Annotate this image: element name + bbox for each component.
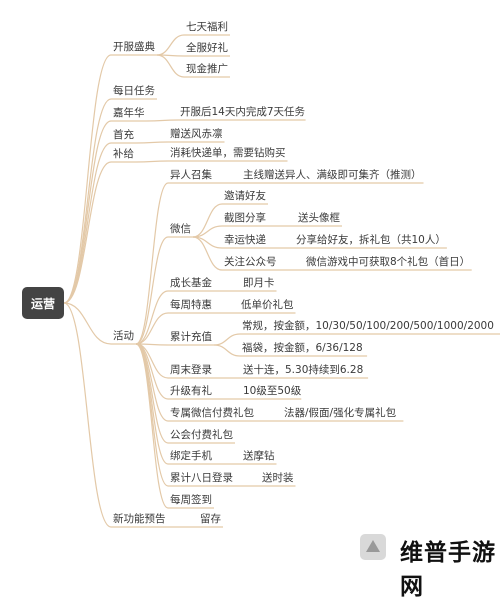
node-n5j: 绑定手机 — [170, 450, 212, 462]
connector-root-n4 — [63, 161, 112, 304]
connector-n5-n5h — [135, 343, 169, 422]
node-n5d: 每周特惠 — [170, 299, 212, 311]
node-n5f1: 送十连，5.30持续到6.28 — [243, 364, 364, 376]
connector-n5-n5c — [135, 290, 169, 345]
node-n5b3: 幸运快递 — [224, 234, 266, 246]
node-n4: 补给 — [113, 148, 134, 160]
node-n0b: 全服好礼 — [186, 42, 228, 54]
node-n2: 嘉年华 — [113, 107, 145, 119]
node-n5b2a: 送头像框 — [298, 212, 340, 224]
connector-n5-n5k — [135, 343, 169, 487]
node-n5b4a: 微信游戏中可获取8个礼包（首日） — [306, 256, 471, 268]
node-n5b: 微信 — [170, 223, 191, 235]
connector-root-n1 — [63, 98, 112, 304]
node-n5e2: 福袋，按金额，6/36/128 — [242, 342, 363, 354]
node-n4a: 消耗快递单，需要钻购买 — [170, 147, 286, 159]
node-n5h: 专属微信付费礼包 — [170, 407, 254, 419]
connector-n5-n5d — [135, 312, 169, 345]
node-n5a: 异人召集 — [170, 169, 212, 181]
node-n6a: 留存 — [200, 513, 221, 525]
node-n5b4: 关注公众号 — [224, 256, 277, 268]
node-n5c: 成长基金 — [170, 277, 212, 289]
node-n5: 活动 — [113, 330, 134, 342]
connector-n5b-n5b1 — [192, 203, 223, 238]
connector-n2-n2a — [146, 119, 179, 122]
node-n0a: 七天福利 — [186, 21, 228, 33]
connector-n5e-n5e2 — [213, 344, 241, 357]
node-n5a1: 主线赠送异人、满级即可集齐（推测） — [243, 169, 422, 181]
connector-n5e-n5e1 — [213, 333, 241, 346]
node-n5k1: 送时装 — [262, 472, 294, 484]
node-n5b2: 截图分享 — [224, 212, 266, 224]
node-n5h1: 法器/假面/强化专属礼包 — [284, 407, 397, 419]
node-n5e: 累计充值 — [170, 331, 212, 343]
watermark-logo-icon — [360, 534, 386, 560]
node-n6: 新功能预告 — [113, 513, 166, 525]
connector-n0-n0c — [156, 54, 185, 78]
node-n3a: 赠送风赤凛 — [170, 128, 223, 140]
connector-n5-n5b — [135, 236, 169, 345]
connector-n4-n4a — [135, 160, 169, 163]
node-n5j1: 送摩钻 — [243, 450, 275, 462]
node-n5i: 公会付费礼包 — [170, 429, 233, 441]
connector-n5b-n5b4 — [192, 236, 223, 271]
root-node: 运营 — [22, 287, 64, 319]
node-n5d1: 低单价礼包 — [241, 299, 294, 311]
connector-root-n5 — [63, 302, 112, 345]
connector-n0-n0a — [156, 34, 185, 56]
node-n3: 首充 — [113, 129, 134, 141]
connector-n5-n5a — [135, 182, 169, 345]
connector-n5-n5l — [135, 343, 169, 509]
connector-n3-n3a — [135, 141, 169, 144]
node-n5c1: 即月卡 — [243, 277, 275, 289]
mindmap-connectors — [63, 34, 500, 528]
node-n1: 每日任务 — [113, 85, 155, 97]
node-n5l: 每周签到 — [170, 494, 212, 506]
node-n5f: 周末登录 — [170, 364, 212, 376]
node-n5e1: 常规，按金额，10/30/50/100/200/500/1000/2000 — [242, 320, 494, 332]
watermark: 维普手游网 — [400, 540, 496, 600]
node-n0c: 现金推广 — [186, 63, 228, 75]
node-n0: 开服盛典 — [113, 41, 155, 53]
node-n5g1: 10级至50级 — [243, 385, 302, 397]
node-n5b3a: 分享给好友，拆礼包（共10人） — [296, 234, 446, 246]
connector-root-n6 — [63, 302, 112, 528]
node-n5b1: 邀请好友 — [224, 190, 266, 202]
connector-root-n0 — [63, 54, 112, 304]
node-n2a: 开服后14天内完成7天任务 — [180, 106, 306, 118]
node-n5g: 升级有礼 — [170, 385, 212, 397]
node-n5k: 累计八日登录 — [170, 472, 233, 484]
